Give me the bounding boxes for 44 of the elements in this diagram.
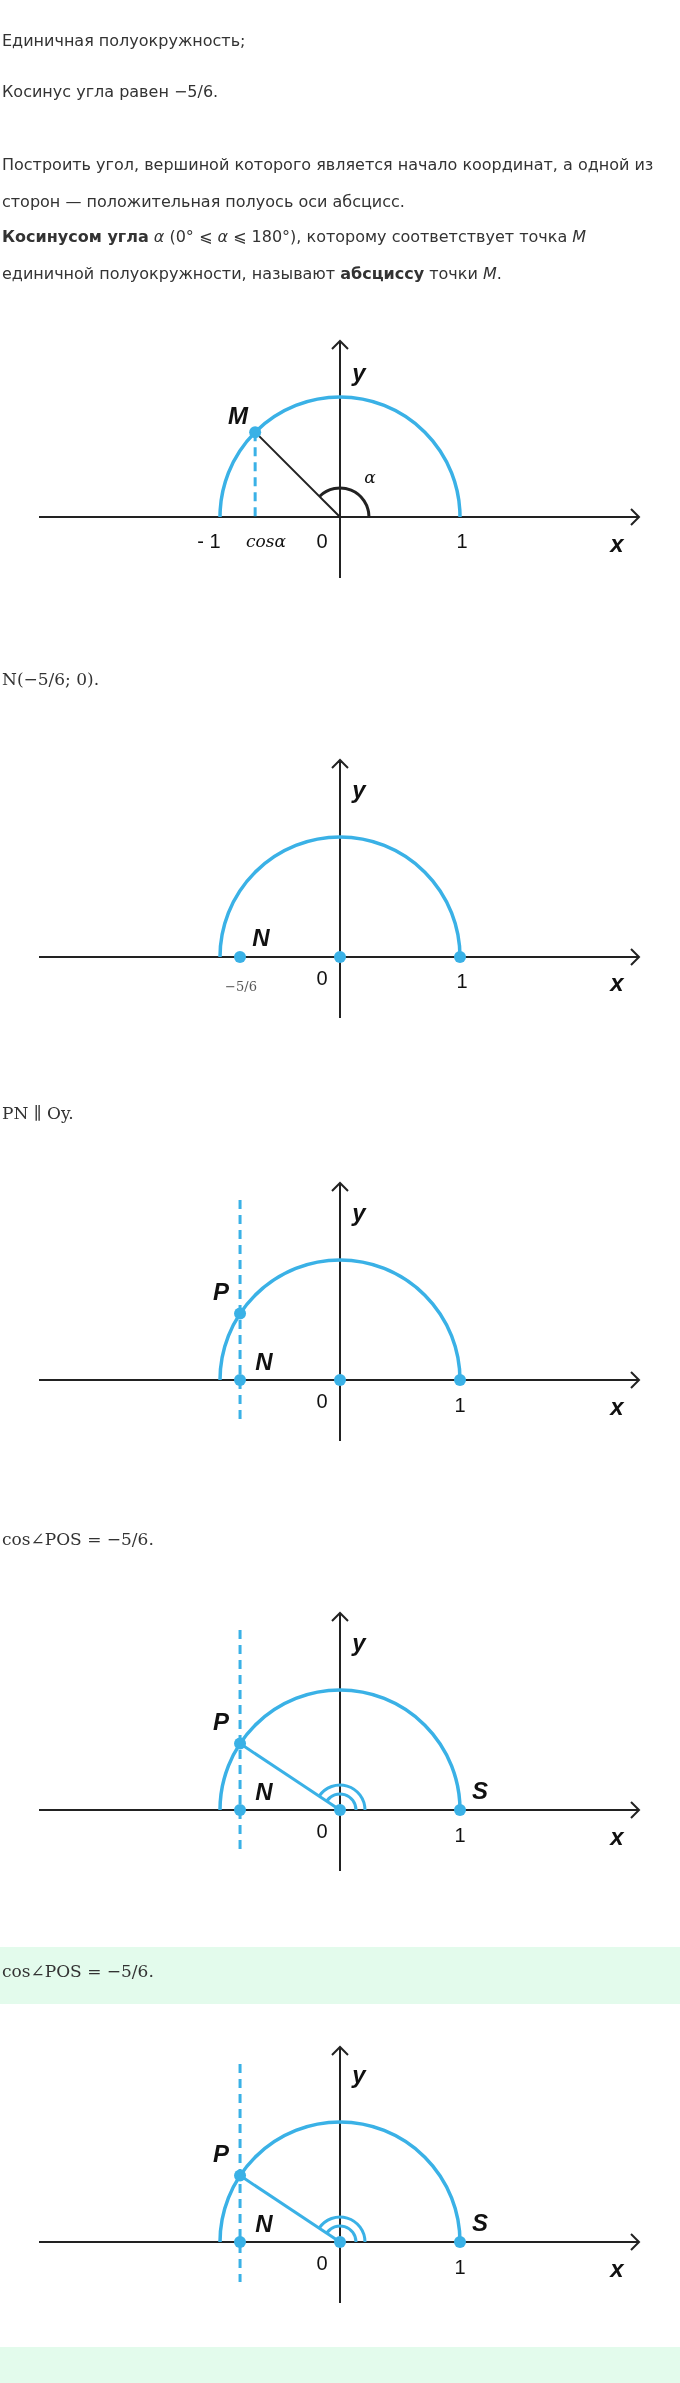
- tick-label: 0: [316, 1821, 328, 1841]
- point-label: P: [213, 1710, 229, 1734]
- tick-label: 0: [316, 968, 328, 988]
- tick-label: −5/6: [225, 979, 257, 993]
- point-label: P: [213, 2142, 229, 2166]
- point-label: N: [255, 1780, 273, 1804]
- point-label: N: [255, 1350, 273, 1374]
- tick-label: 1: [456, 971, 468, 991]
- axis-label: y: [352, 1631, 366, 1655]
- paragraph: Косинус угла равен −5/6.: [2, 81, 220, 103]
- tick-label: 0: [316, 531, 328, 551]
- highlight-band: [0, 1947, 680, 2004]
- tick-label: - 1: [197, 531, 221, 551]
- axis-label: y: [352, 2063, 366, 2087]
- axis-label: y: [352, 361, 366, 385]
- point-label: S: [472, 1779, 488, 1803]
- tick-label: 0: [316, 1391, 328, 1411]
- paragraph: Единичная полуокружность;: [2, 30, 247, 52]
- formula-text: PN ∥ Oy.: [2, 1102, 75, 1125]
- point-label: M: [228, 404, 248, 428]
- highlight-band: [0, 2347, 680, 2383]
- tick-label: 1: [456, 531, 468, 551]
- angle-label: α: [364, 468, 376, 486]
- tick-label: 1: [454, 2257, 466, 2277]
- point-label: N: [252, 926, 270, 950]
- formula-text: cos∠POS = −5/6.: [2, 1528, 155, 1551]
- tick-label: cosα: [246, 532, 286, 550]
- axis-label: y: [352, 778, 366, 802]
- axis-label: x: [610, 532, 624, 556]
- axis-label: x: [610, 1395, 624, 1419]
- point-label: P: [213, 1280, 229, 1304]
- paragraph: Косинусом угла α (0° ⩽ α ⩽ 180°), которому соответствует точка M единичной полуокружности, называют абсциссу точки M.: [2, 226, 588, 285]
- paragraph: Построить угол, вершиной которого является начало координат, а одной из сторон — положительная полуось оси абсцисс.: [2, 154, 655, 213]
- formula-text: cos∠POS = −5/6.: [2, 1961, 154, 1981]
- axis-label: x: [610, 971, 624, 995]
- tick-label: 1: [454, 1825, 466, 1845]
- point-label: S: [472, 2211, 488, 2235]
- point-label: N: [255, 2212, 273, 2236]
- tick-label: 0: [316, 2253, 328, 2273]
- axis-label: x: [610, 1825, 624, 1849]
- tick-label: 1: [454, 1395, 466, 1415]
- axis-label: x: [610, 2257, 624, 2281]
- axis-label: y: [352, 1201, 366, 1225]
- formula-text: N(−5/6; 0).: [2, 668, 101, 691]
